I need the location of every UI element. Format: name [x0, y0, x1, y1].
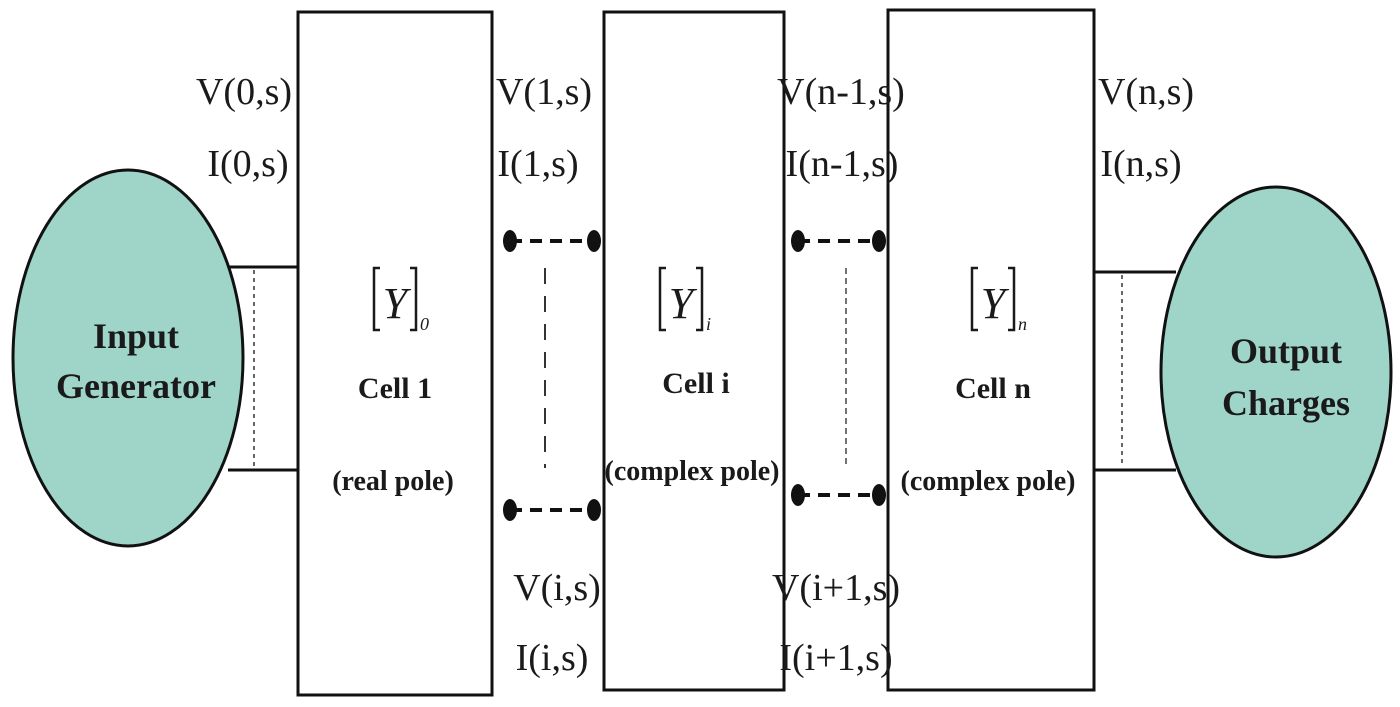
cell-i-name: Cell i	[662, 367, 730, 400]
cell-1-content: Y 0 Cell 1 (real pole)	[332, 266, 454, 497]
top-port-labels: V(0,s) I(0,s) V(1,s) I(1,s) V(n-1,s) I(n…	[196, 71, 1194, 185]
cell-n-name: Cell n	[955, 372, 1031, 405]
port-label-vi-plus-1: V(i+1,s)	[772, 567, 900, 609]
input-generator-label-line2: Generator	[56, 366, 216, 406]
port-label-in-minus-1: I(n-1,s)	[786, 143, 899, 185]
cell-n-matrix-left-bracket	[970, 266, 978, 332]
cell-i-matrix-symbol: Y	[669, 279, 698, 328]
gap-2-top-left-terminal	[791, 230, 805, 252]
port-label-vn: V(n,s)	[1098, 71, 1194, 113]
port-label-in: I(n,s)	[1100, 143, 1181, 185]
gap-1-top-left-terminal	[503, 230, 517, 252]
gap-2-bottom-left-terminal	[791, 484, 805, 506]
gap-1-bottom-left-terminal	[503, 499, 517, 521]
cell-1-name: Cell 1	[358, 372, 432, 405]
gap-2-top-right-terminal	[872, 230, 886, 252]
cell-1-pole: (real pole)	[332, 466, 454, 497]
cell-i-matrix-right-bracket	[696, 266, 704, 332]
cell-i-matrix-subscript: i	[706, 314, 711, 334]
cell-1-box	[296, 10, 494, 697]
output-charges-label-line2: Charges	[1222, 383, 1350, 423]
output-charges-ellipse	[1159, 185, 1393, 559]
input-port-wires	[228, 265, 298, 472]
port-label-vi: V(i,s)	[513, 567, 601, 609]
cell-1-matrix-symbol: Y	[383, 279, 412, 328]
cell-i-matrix-left-bracket	[658, 266, 666, 332]
output-charges-node: Output Charges	[1159, 185, 1393, 559]
gap-1-connectors	[503, 230, 601, 521]
cell-n-box	[886, 8, 1096, 692]
cell-n-content: Y n Cell n (complex pole)	[901, 266, 1076, 497]
cell-i-box	[602, 10, 786, 692]
input-generator-label-line1: Input	[93, 316, 179, 356]
output-charges-label-line1: Output	[1230, 331, 1342, 371]
cell-1-matrix-left-bracket	[372, 266, 380, 332]
gap-1-top-right-terminal	[587, 230, 601, 252]
bottom-port-labels: V(i,s) I(i,s) V(i+1,s) I(i+1,s)	[513, 567, 900, 679]
port-label-i0: I(0,s)	[207, 143, 288, 185]
cell-i-content: Y i Cell i (complex pole)	[605, 266, 780, 487]
input-generator-node: Input Generator	[11, 168, 245, 548]
output-port-wires	[1094, 270, 1176, 472]
cell-1-matrix-subscript: 0	[420, 314, 429, 334]
port-label-v0: V(0,s)	[196, 71, 292, 113]
port-label-v1: V(1,s)	[496, 71, 592, 113]
gap-2-bottom-right-terminal	[872, 484, 886, 506]
cell-n-matrix-symbol: Y	[981, 279, 1010, 328]
port-label-ii: I(i,s)	[516, 637, 589, 679]
port-label-vn-minus-1: V(n-1,s)	[777, 71, 905, 113]
input-generator-ellipse	[11, 168, 245, 548]
cell-i-pole: (complex pole)	[605, 456, 780, 487]
cell-n-matrix-subscript: n	[1018, 314, 1027, 334]
cell-n-matrix-right-bracket	[1008, 266, 1016, 332]
port-label-ii-plus-1: I(i+1,s)	[779, 637, 892, 679]
cell-n-pole: (complex pole)	[901, 466, 1076, 497]
gap-2-connectors	[791, 230, 886, 506]
gap-1-bottom-right-terminal	[587, 499, 601, 521]
cell-1-matrix-right-bracket	[410, 266, 418, 332]
port-label-i1: I(1,s)	[497, 143, 578, 185]
